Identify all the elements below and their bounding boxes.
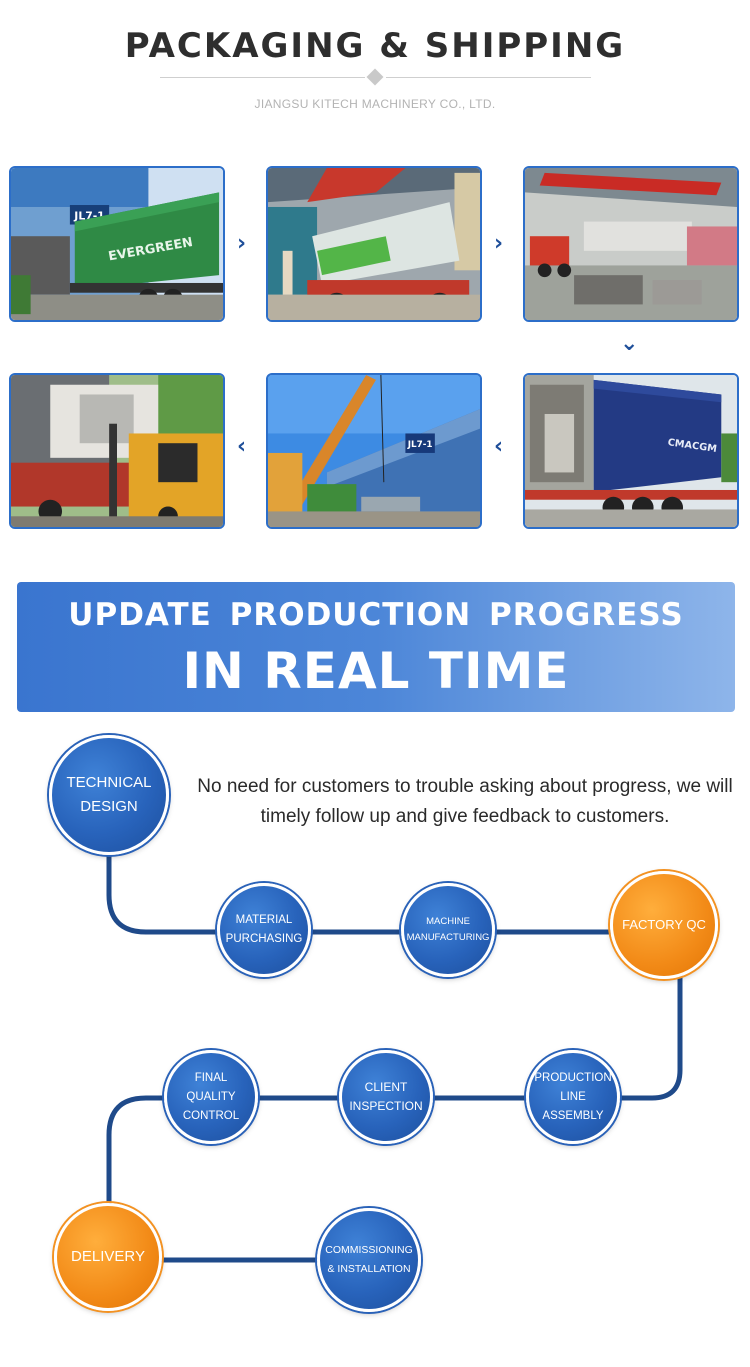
title-divider-left	[160, 77, 365, 78]
step-label: MACHINE MANUFACTURING	[406, 916, 490, 943]
chevron-left-icon: ‹	[237, 434, 247, 459]
company-name: JIANGSU KITECH MACHINERY CO., LTD.	[254, 97, 496, 111]
step-label: FACTORY QC	[622, 917, 706, 932]
photo-container-at-factory: JL7-1 EVERGREEN	[9, 166, 225, 322]
banner-heading-line2: IN REAL TIME	[182, 642, 570, 700]
step-label: PRODUCTION LINE ASSEMBLY	[534, 1071, 612, 1122]
page-title: PACKAGING & SHIPPING	[124, 26, 626, 66]
photo-workshop-crane	[523, 166, 739, 322]
photo-forklift-loading	[9, 373, 225, 529]
step-label: TECHNICAL DESIGN	[66, 774, 152, 815]
step-label: COMMISSIONING & INSTALLATION	[325, 1244, 413, 1275]
step-final-quality-control: FINAL QUALITY CONTROL	[164, 1050, 258, 1144]
chevron-down-icon: ⌄	[620, 331, 639, 356]
step-delivery: DELIVERY	[54, 1203, 162, 1311]
title-divider-right	[386, 77, 591, 78]
step-material-purchasing: MATERIAL PURCHASING	[217, 883, 311, 977]
step-production-line-assembly: PRODUCTION LINE ASSEMBLY	[526, 1050, 620, 1144]
step-client-inspection: CLIENT INSPECTION	[339, 1050, 433, 1144]
photo-container-truck: CMACGM	[523, 373, 739, 529]
step-label: DELIVERY	[71, 1248, 145, 1265]
step-label: CLIENT INSPECTION	[349, 1080, 423, 1113]
step-factory-qc: FACTORY QC	[610, 871, 718, 979]
chevron-right-icon: ›	[494, 231, 504, 256]
chevron-right-icon: ›	[237, 231, 247, 256]
process-description: No need for customers to trouble asking …	[197, 776, 733, 827]
factory-sign-text: JL7-1	[407, 440, 433, 450]
step-label: MATERIAL PURCHASING	[225, 914, 303, 945]
step-machine-manufacturing: MACHINE MANUFACTURING	[401, 883, 495, 977]
chevron-left-icon: ‹	[494, 434, 504, 459]
photo-crane-lifting: JL7-1	[266, 373, 482, 529]
banner-heading-line1: UPDATE PRODUCTION PROGRESS	[68, 597, 684, 633]
progress-banner: UPDATE PRODUCTION PROGRESS IN REAL TIME	[17, 582, 735, 712]
step-commissioning-installation: COMMISSIONING & INSTALLATION	[317, 1208, 421, 1312]
step-label: FINAL QUALITY CONTROL	[182, 1071, 240, 1122]
step-technical-design: TECHNICAL DESIGN	[49, 735, 169, 855]
photo-loading-machine	[266, 166, 482, 322]
